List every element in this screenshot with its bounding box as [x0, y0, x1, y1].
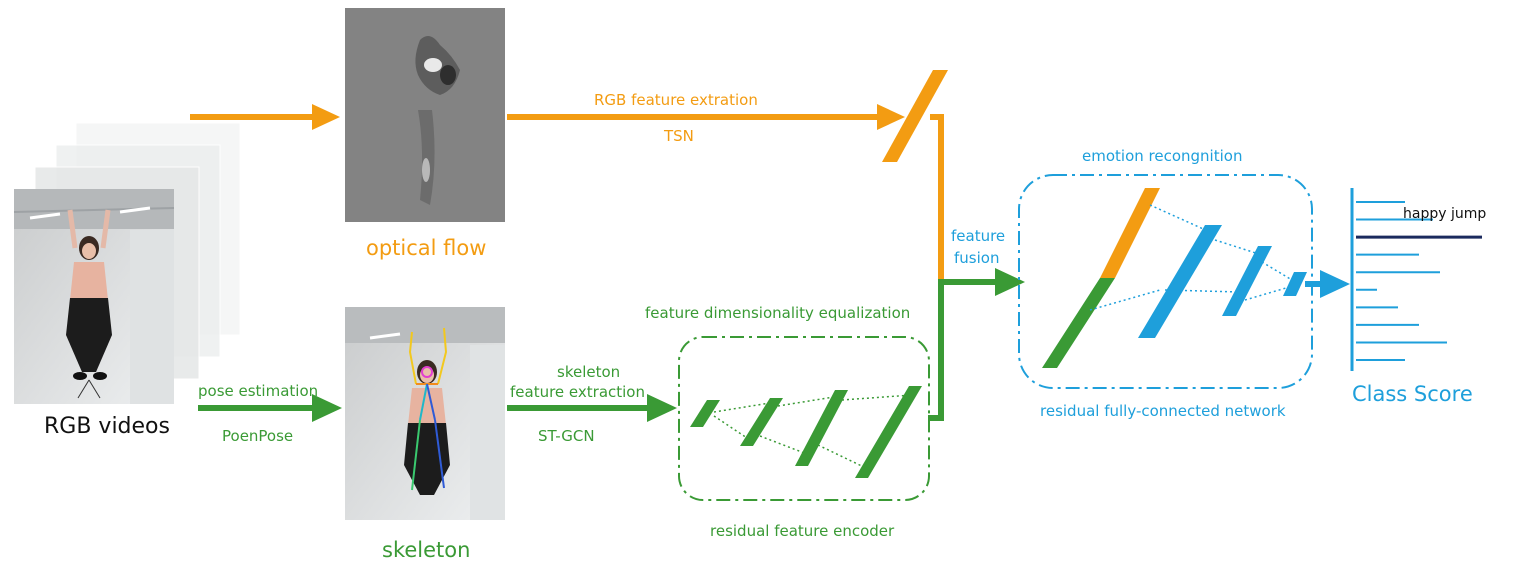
label-st-gcn: ST-GCN	[538, 427, 595, 445]
label-rgb-feature-extraction: RGB feature extration	[594, 91, 758, 109]
label-skeleton: skeleton	[382, 538, 471, 562]
fc-layer-2	[1222, 246, 1272, 316]
encoder-layer-4	[855, 386, 922, 478]
fused-orange-segment	[1100, 188, 1160, 278]
label-tsn: TSN	[664, 127, 694, 145]
residual-feature-encoder	[678, 336, 930, 501]
skeleton-image	[345, 307, 505, 520]
label-emotion-recognition: emotion recongnition	[1082, 147, 1243, 165]
label-feature-fusion-2: fusion	[954, 249, 1000, 267]
residual-fc-network	[1018, 174, 1350, 389]
label-residual-feature-encoder: residual feature encoder	[710, 522, 895, 540]
rgb-video-frames	[13, 122, 241, 404]
label-pose-estimation: pose estimation	[198, 382, 319, 400]
label-class-score: Class Score	[1352, 382, 1473, 406]
fused-green-segment	[1042, 278, 1115, 368]
fc-layer-1	[1138, 225, 1222, 338]
label-rgb-videos: RGB videos	[44, 414, 170, 439]
label-optical-flow: optical flow	[366, 236, 487, 260]
encoder-layer-3	[795, 390, 848, 466]
label-top-class: happy jump	[1403, 206, 1487, 222]
label-feature-dimensionality-equalization: feature dimensionality equalization	[645, 304, 911, 322]
encoder-layer-2	[740, 398, 783, 446]
label-feature-fusion-1: feature	[951, 227, 1006, 245]
optical-flow-image	[345, 8, 505, 222]
encoder-layer-1	[690, 400, 720, 427]
rgb-frame-photo	[13, 189, 175, 404]
class-score-chart	[1350, 188, 1482, 371]
label-skeleton-feature-extraction-2: feature extraction	[510, 383, 645, 401]
fc-layer-3	[1283, 272, 1307, 296]
tsn-feature-slash	[882, 70, 948, 162]
skeleton-branch-arrows	[198, 268, 1025, 422]
label-openpose: PoenPose	[222, 427, 294, 445]
label-skeleton-feature-extraction-1: skeleton	[557, 363, 621, 381]
label-residual-fc-network: residual fully-connected network	[1040, 402, 1286, 420]
rgb-branch-arrows	[190, 70, 948, 280]
